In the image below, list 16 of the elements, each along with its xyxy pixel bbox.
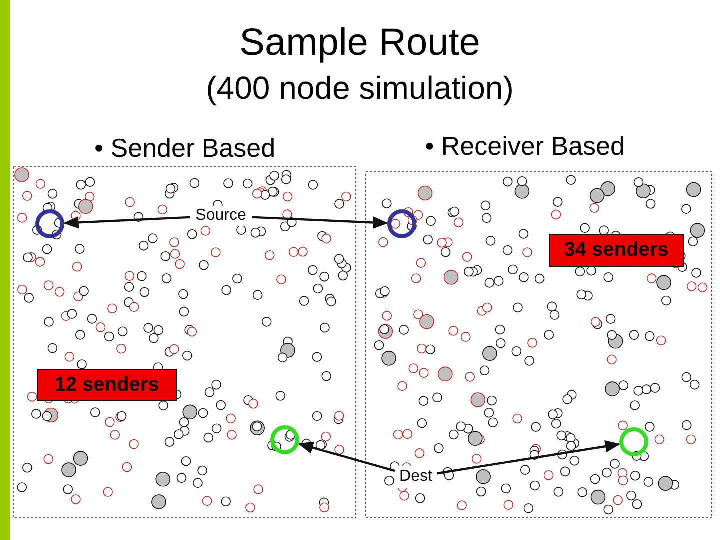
arrow	[298, 442, 396, 472]
arrow	[252, 216, 389, 229]
arrow	[436, 440, 621, 475]
callout-text: Source	[190, 206, 252, 226]
bullet-text: • Sender Based	[93, 133, 277, 164]
highlight-ring	[619, 427, 649, 457]
highlight-ring	[270, 425, 300, 455]
callout-box: 34 senders	[549, 234, 684, 267]
callout-box: 12 senders	[37, 369, 177, 401]
title: Sample Route	[238, 22, 482, 65]
highlight-ring	[35, 209, 65, 239]
callout-text: Dest	[395, 466, 437, 488]
bullet-text: • Receiver Based	[424, 131, 626, 162]
arrow	[63, 216, 190, 229]
subtitle: (400 node simulation)	[205, 70, 515, 107]
highlight-ring	[387, 209, 417, 239]
